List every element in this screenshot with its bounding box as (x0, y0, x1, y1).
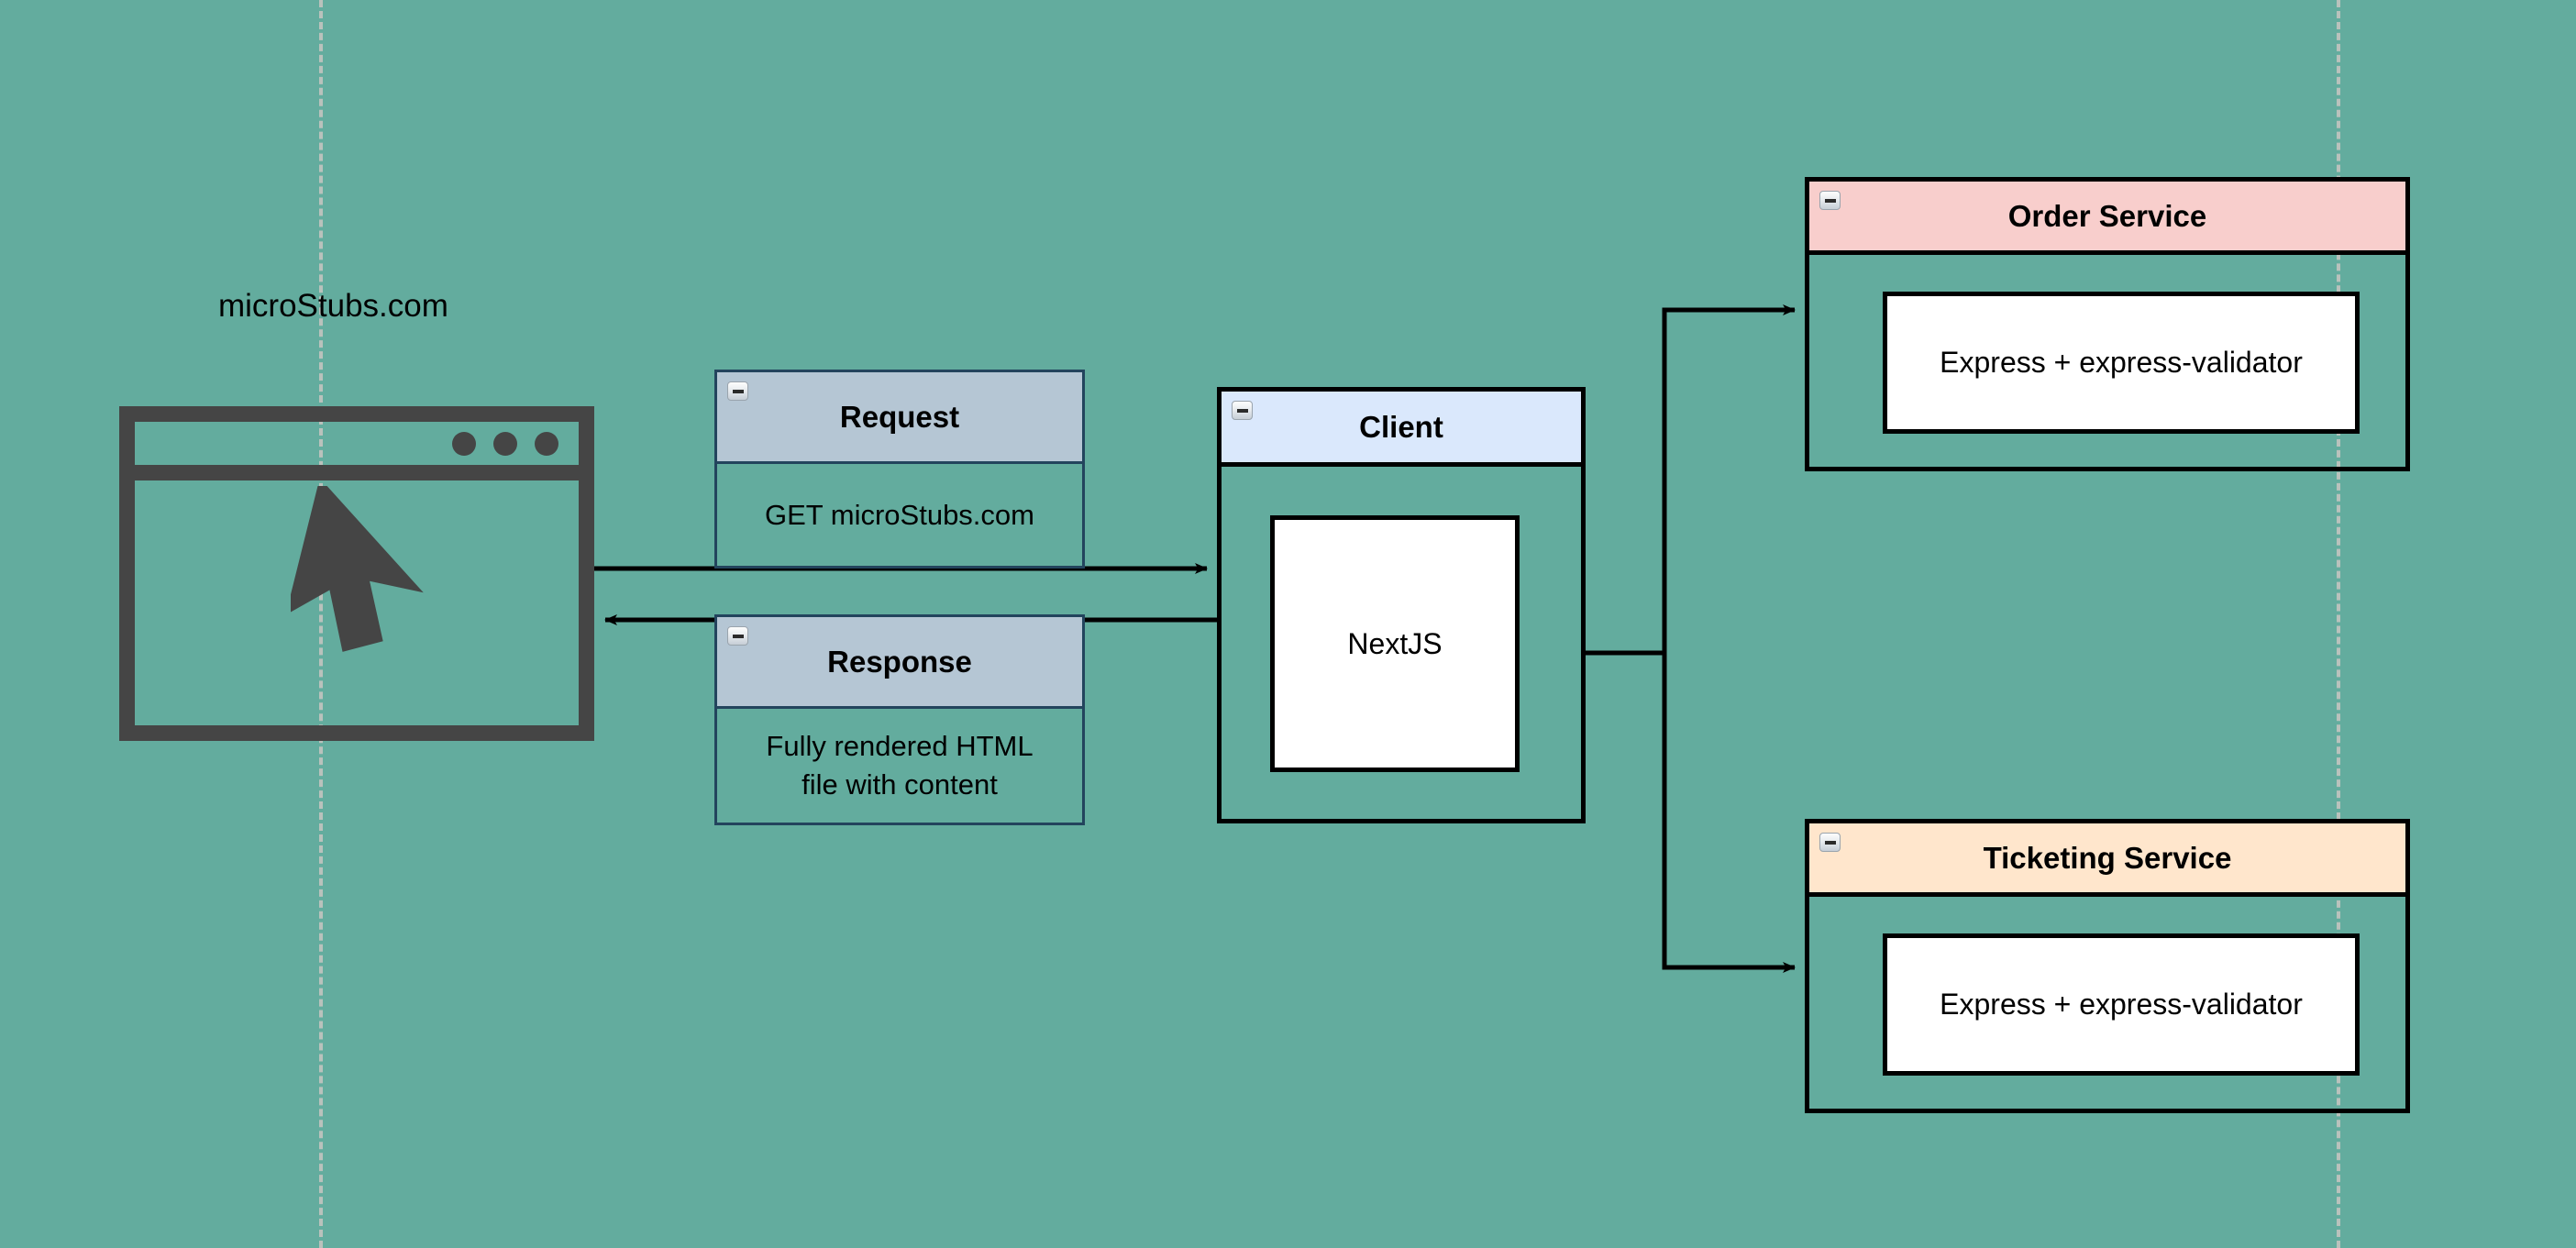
node-request-body: GET microStubs.com (717, 464, 1082, 566)
node-ticketing-service-inner-express[interactable]: Express + express-validator (1883, 933, 2360, 1076)
node-request-title: Request (839, 399, 960, 434)
node-response-header: Response (717, 617, 1082, 709)
arrow-cursor-icon (291, 486, 424, 652)
browser-dot-icon (452, 431, 476, 456)
node-request-header: Request (717, 372, 1082, 464)
node-order-service-title: Order Service (2007, 198, 2207, 233)
node-request-text: GET microStubs.com (764, 498, 1034, 531)
collapse-icon[interactable] (727, 381, 748, 401)
node-ticketing-service[interactable]: Ticketing Service Express + express-vali… (1805, 819, 2410, 1113)
collapse-icon[interactable] (1819, 833, 1841, 852)
site-label: microStubs.com (218, 288, 448, 324)
node-client-inner-label: NextJS (1347, 626, 1443, 660)
node-ticketing-service-title: Ticketing Service (1983, 840, 2232, 875)
node-ticketing-service-inner-label: Express + express-validator (1940, 988, 2303, 1021)
browser-titlebar (135, 422, 579, 480)
node-client[interactable]: Client NextJS (1217, 387, 1586, 823)
browser-dot-icon (535, 431, 558, 456)
collapse-icon[interactable] (727, 626, 748, 646)
node-response[interactable]: Response Fully rendered HTML file with c… (714, 614, 1085, 825)
node-order-service-inner-label: Express + express-validator (1940, 346, 2303, 379)
edge-client-to-order-service (1586, 304, 1796, 656)
node-ticketing-service-header: Ticketing Service (1809, 823, 2405, 897)
node-response-text-line1: Fully rendered HTML (766, 730, 1034, 763)
node-order-service-body: Express + express-validator (1809, 255, 2405, 467)
node-client-title: Client (1359, 409, 1443, 444)
node-client-inner-nextjs[interactable]: NextJS (1270, 515, 1520, 772)
node-client-header: Client (1222, 392, 1581, 467)
node-response-text-line2: file with content (802, 768, 998, 801)
node-request[interactable]: Request GET microStubs.com (714, 370, 1085, 569)
node-response-title: Response (827, 644, 972, 679)
page-guide-right (2337, 0, 2340, 1248)
node-order-service-inner-express[interactable]: Express + express-validator (1883, 292, 2360, 434)
node-ticketing-service-body: Express + express-validator (1809, 897, 2405, 1109)
collapse-icon[interactable] (1819, 191, 1841, 210)
node-response-body: Fully rendered HTML file with content (717, 709, 1082, 823)
collapse-icon[interactable] (1232, 401, 1253, 420)
node-order-service-header: Order Service (1809, 182, 2405, 255)
edge-client-to-ticketing-service (1662, 653, 1796, 973)
browser-window[interactable] (119, 406, 594, 741)
node-order-service[interactable]: Order Service Express + express-validato… (1805, 177, 2410, 471)
browser-dot-icon (493, 431, 517, 456)
node-client-body: NextJS (1222, 467, 1581, 819)
